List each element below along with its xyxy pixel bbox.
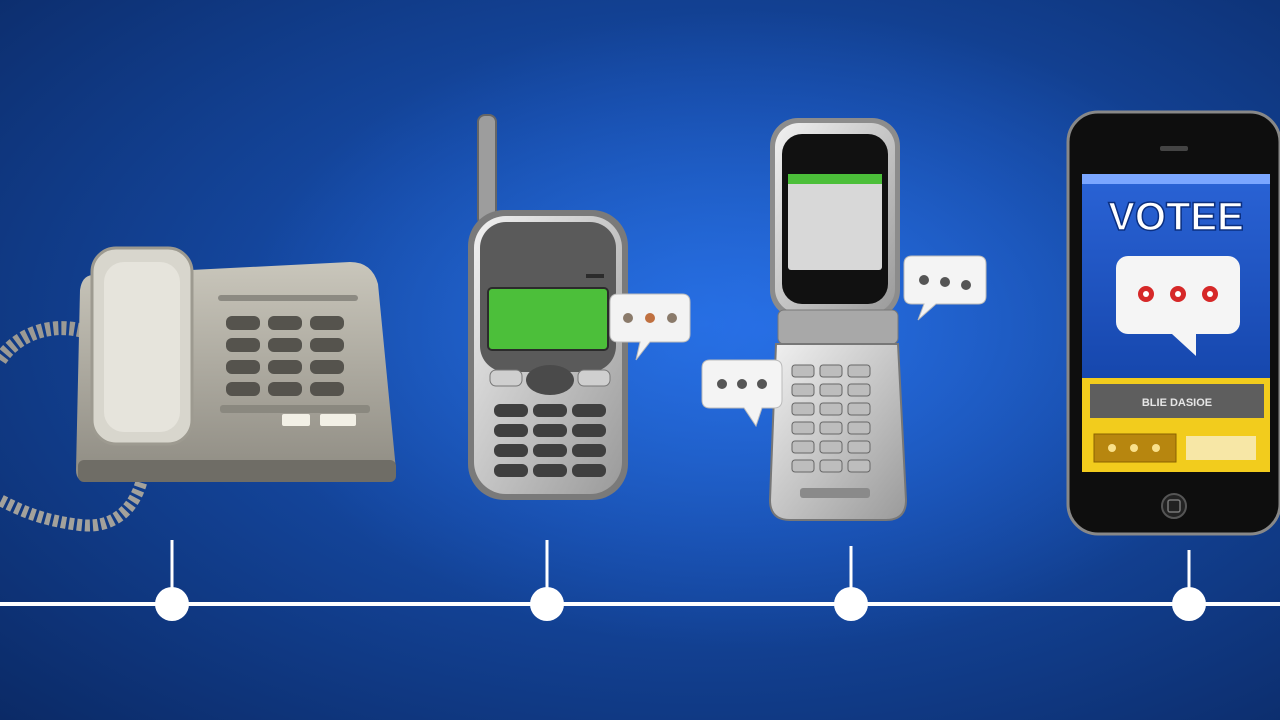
timeline-node xyxy=(834,587,868,621)
smartphone-headline: VOTEE xyxy=(1108,195,1244,239)
cell-phone-icon xyxy=(468,114,628,500)
chat-bubble-icon xyxy=(903,255,987,321)
timeline-node xyxy=(155,587,189,621)
flip-phone-icon xyxy=(768,118,908,521)
desk-phone-icon xyxy=(0,246,396,532)
chat-bubble-icon xyxy=(609,293,691,361)
smartphone-icon xyxy=(1066,110,1280,536)
timeline xyxy=(0,540,1280,621)
smartphone-button-text: BLIE DASIOE xyxy=(1142,397,1212,409)
timeline-node xyxy=(530,587,564,621)
chat-bubble-icon xyxy=(701,359,783,428)
timeline-node xyxy=(1172,587,1206,621)
